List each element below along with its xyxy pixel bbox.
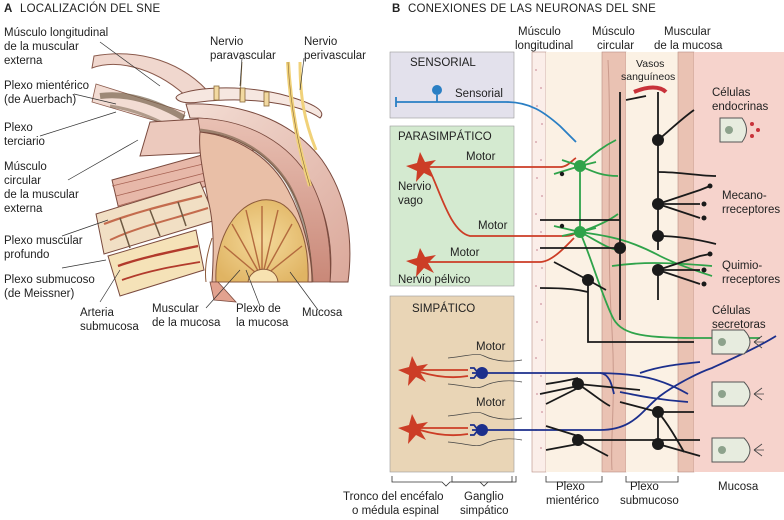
label-tertiary-plexus: Plexo <box>4 122 33 134</box>
label-myenteric-plexus: Plexo mientérico <box>4 80 89 92</box>
label-deep-muscular-plexus-2: profundo <box>4 249 49 261</box>
sympathetic-ganglion-neuron-2 <box>476 424 488 436</box>
sympathetic-ganglion-neuron-1 <box>476 367 488 379</box>
sensorial-box <box>389 51 515 119</box>
label-sensory: Sensorial <box>455 88 503 100</box>
sympathetic-preganglionic <box>419 369 469 437</box>
bottom-brackets <box>391 476 679 487</box>
label-submucosal-plexus-2: (de Meissner) <box>4 288 74 300</box>
label-submucosal-plexus-b-2: submucoso <box>620 495 679 507</box>
label-perivascular-nerve-2: perivascular <box>304 50 366 62</box>
header-circular-muscle: Músculo <box>592 26 635 38</box>
header-muscularis-mucosae-2: de la mucosa <box>654 40 723 52</box>
label-endocrine-cells: Células <box>712 87 751 99</box>
label-brainstem: Tronco del encéfalo <box>343 491 444 503</box>
parasympathetic-box <box>389 125 515 287</box>
label-paravascular-nerve: Nervio <box>210 36 243 48</box>
parasympathetic-box-title: PARASIMPÁTICO <box>398 130 492 143</box>
panel-b-labels: Sensorial Motor Motor Motor Nervio vago … <box>398 58 780 409</box>
panel-b-letter: B <box>392 3 401 15</box>
label-sympathetic-ganglion-2: simpático <box>460 505 509 517</box>
sympathetic-ganglia <box>447 353 523 447</box>
panel-a: A LOCALIZACIÓN DEL SNE <box>4 2 366 333</box>
sympathetic-box-title: SIMPÁTICO <box>412 302 475 315</box>
label-submucosal-plexus-b: Plexo <box>630 481 659 493</box>
receptor-terminals <box>559 171 713 287</box>
label-submucosal-artery: Arteria <box>80 307 114 319</box>
label-circular-muscle: Músculo <box>4 161 47 173</box>
label-sympathetic-ganglion: Ganglio <box>464 491 504 503</box>
label-vagus-nerve-2: vago <box>398 195 423 207</box>
label-longitudinal-muscle-3: externa <box>4 55 43 67</box>
label-circular-muscle-4: externa <box>4 203 43 215</box>
label-vagus-nerve: Nervio <box>398 181 431 193</box>
sympathetic-postganglionic <box>470 335 777 436</box>
label-myenteric-plexus-b: Plexo <box>556 481 585 493</box>
header-longitudinal-muscle-2: longitudinal <box>515 40 573 52</box>
label-endocrine-cells-2: endocrinas <box>712 101 769 113</box>
bottom-labels: Tronco del encéfalo o médula espinal Gan… <box>343 481 759 517</box>
label-mechanoreceptors-2: rreceptores <box>722 204 780 216</box>
label-longitudinal-muscle-2: de la muscular <box>4 41 79 53</box>
label-mucosal-plexus-2: la mucosa <box>236 317 289 329</box>
label-brainstem-2: o médula espinal <box>352 505 439 517</box>
blood-vessel <box>633 85 668 94</box>
label-circular-muscle-3: de la muscular <box>4 189 79 201</box>
column-headers: Músculo longitudinal Músculo circular Mu… <box>515 26 723 52</box>
label-mucosal-plexus: Plexo de <box>236 303 281 315</box>
label-motor-symp-2: Motor <box>476 397 506 409</box>
label-motor-symp-1: Motor <box>476 341 506 353</box>
enteric-green-neuron-1 <box>574 160 586 172</box>
label-chemoreceptors: Quimio- <box>722 260 762 272</box>
enteric-neuron-bodies <box>572 134 664 450</box>
label-secretory-cells-2: secretoras <box>712 319 766 331</box>
label-chemoreceptors-2: rreceptores <box>722 274 780 286</box>
header-circular-muscle-2: circular <box>597 40 634 52</box>
label-circular-muscle-2: circular <box>4 175 41 187</box>
label-mechanoreceptors: Mecano- <box>722 190 767 202</box>
header-muscularis-mucosae: Muscular <box>664 26 711 38</box>
panel-b-title: CONEXIONES DE LAS NEURONAS DEL SNE <box>408 3 656 15</box>
label-paravascular-nerve-2: paravascular <box>210 50 276 62</box>
sympathetic-cns-neuron-bodies <box>398 356 428 444</box>
label-muscularis-mucosae: Muscular <box>152 303 199 315</box>
label-motor-vagal: Motor <box>466 151 496 163</box>
header-longitudinal-muscle: Músculo <box>518 26 561 38</box>
label-myenteric-plexus-b-2: mientérico <box>546 495 599 507</box>
label-pelvic-nerve: Nervio pélvico <box>398 274 470 286</box>
label-deep-muscular-plexus: Plexo muscular <box>4 235 83 247</box>
label-perivascular-nerve: Nervio <box>304 36 337 48</box>
label-blood-vessels: Vasos <box>636 58 664 70</box>
label-muscularis-mucosae-2: de la mucosa <box>152 317 221 329</box>
label-motor-2: Motor <box>478 220 508 232</box>
label-myenteric-plexus-2: (de Auerbach) <box>4 94 76 106</box>
label-blood-vessels-2: sanguíneos <box>621 71 675 83</box>
label-mucosa: Mucosa <box>302 307 343 319</box>
panel-a-labels: Músculo longitudinal de la muscular exte… <box>4 27 366 333</box>
sensorial-box-title: SENSORIAL <box>410 57 476 69</box>
parasympathetic-neuron-bodies <box>406 152 436 277</box>
panel-b: B CONEXIONES DE LAS NEURONAS DEL SNE <box>343 3 784 517</box>
label-submucosal-plexus: Plexo submucoso <box>4 274 95 286</box>
enteric-green-neuron-2 <box>574 226 586 238</box>
endocrine-cell <box>719 117 760 143</box>
label-mucosa-b: Mucosa <box>718 481 759 493</box>
label-secretory-cells: Células <box>712 305 751 317</box>
panel-a-title: LOCALIZACIÓN DEL SNE <box>20 2 160 15</box>
label-motor-pelvic: Motor <box>450 247 480 259</box>
secretory-cells <box>711 329 751 463</box>
panel-a-letter: A <box>4 3 13 15</box>
sensory-neuron-body <box>432 85 442 95</box>
label-submucosal-artery-2: submucosa <box>80 321 139 333</box>
label-longitudinal-muscle: Músculo longitudinal <box>4 27 108 39</box>
intestine-illustration <box>91 53 351 303</box>
label-tertiary-plexus-2: terciario <box>4 136 45 148</box>
sensory-pathway <box>395 97 577 143</box>
